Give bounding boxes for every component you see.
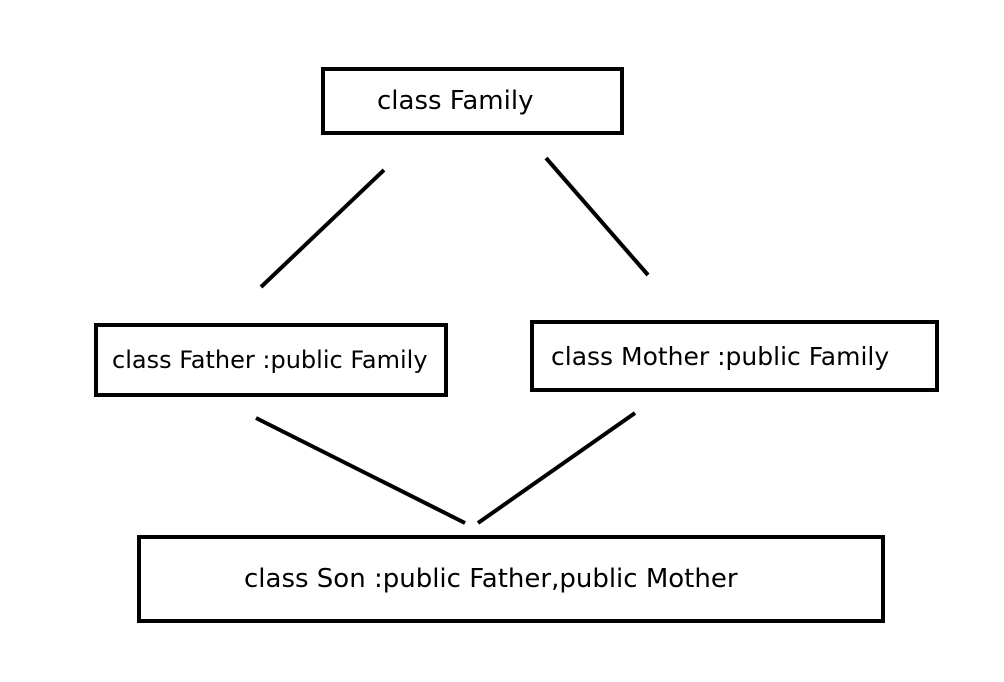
node-class-mother: class Mother :public Family bbox=[530, 320, 939, 392]
node-class-family-label: class Family bbox=[377, 86, 534, 116]
node-class-father: class Father :public Family bbox=[94, 323, 448, 397]
node-class-family: class Family bbox=[321, 67, 624, 135]
edge-father-son bbox=[255, 416, 466, 525]
edge-mother-son bbox=[476, 411, 637, 525]
edge-family-mother bbox=[544, 156, 650, 277]
edge-family-father bbox=[259, 168, 386, 289]
node-class-father-label: class Father :public Family bbox=[112, 346, 428, 374]
node-class-son-label: class Son :public Father,public Mother bbox=[244, 564, 738, 594]
node-class-son: class Son :public Father,public Mother bbox=[137, 535, 885, 623]
node-class-mother-label: class Mother :public Family bbox=[551, 341, 890, 371]
